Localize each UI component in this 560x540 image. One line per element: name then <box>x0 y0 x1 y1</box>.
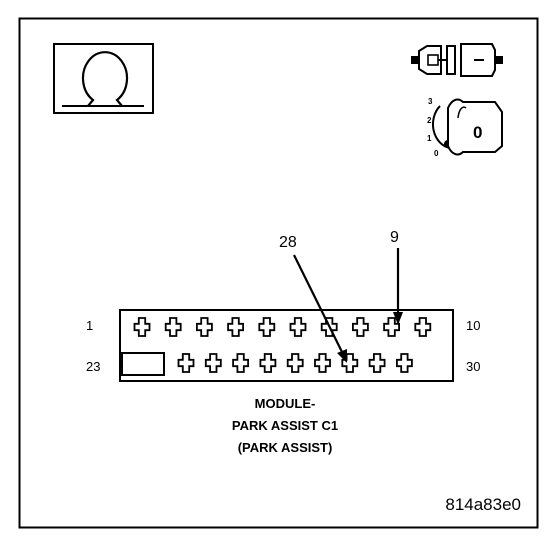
ignition-position-3: 3 <box>428 97 433 106</box>
cavity-top-3 <box>196 317 213 337</box>
ignition-key-label: 0 <box>473 123 482 142</box>
pin-label-30: 30 <box>466 359 480 374</box>
ignition-position-2: 2 <box>427 116 432 125</box>
cavity-top-5 <box>258 317 276 337</box>
cavity-row-bottom <box>177 353 413 373</box>
ignition-position-0: 0 <box>434 149 439 158</box>
diagram-frame <box>18 17 539 529</box>
connector-caption-line-2: PARK ASSIST C1 <box>232 418 338 433</box>
cavity-bottom-8 <box>368 353 386 373</box>
cavity-row-top <box>133 317 432 337</box>
pin-label-1: 1 <box>86 318 93 333</box>
cavity-bottom-2 <box>204 353 222 373</box>
callout-arrow-28 <box>293 254 347 363</box>
connector-caption-line-3: (PARK ASSIST) <box>238 440 333 455</box>
cavity-bottom-3 <box>232 353 249 373</box>
cavity-bottom-5 <box>286 353 304 373</box>
cavity-top-6 <box>289 317 307 337</box>
ohmmeter-icon <box>53 43 154 114</box>
cavity-top-2 <box>164 317 182 337</box>
pin-label-23: 23 <box>86 359 100 374</box>
pin-label-10: 10 <box>466 318 480 333</box>
cavity-top-8 <box>352 317 369 337</box>
cavity-bottom-4 <box>259 353 277 373</box>
cavity-top-9 <box>383 317 400 337</box>
cavity-bottom-6 <box>314 353 331 373</box>
callout-label-9: 9 <box>390 229 399 246</box>
cavity-bottom-1 <box>177 353 195 373</box>
connector-body <box>119 309 454 382</box>
connector-caption-line-1: MODULE- <box>255 396 316 411</box>
cavity-bottom-7 <box>341 353 359 373</box>
ignition-key-icon: 3 2 1 0 0 <box>427 97 503 158</box>
cavity-bottom-9 <box>396 353 413 373</box>
connector-key-slot <box>121 352 165 376</box>
callout-label-28: 28 <box>279 234 297 251</box>
cavity-top-4 <box>227 317 244 337</box>
figure-id: 814a83e0 <box>445 495 521 514</box>
callout-arrow-9 <box>393 248 403 325</box>
cavity-top-10 <box>414 317 432 337</box>
cavity-top-1 <box>133 317 151 337</box>
ignition-position-1: 1 <box>427 134 432 143</box>
disconnect-connector-icon <box>411 43 503 77</box>
